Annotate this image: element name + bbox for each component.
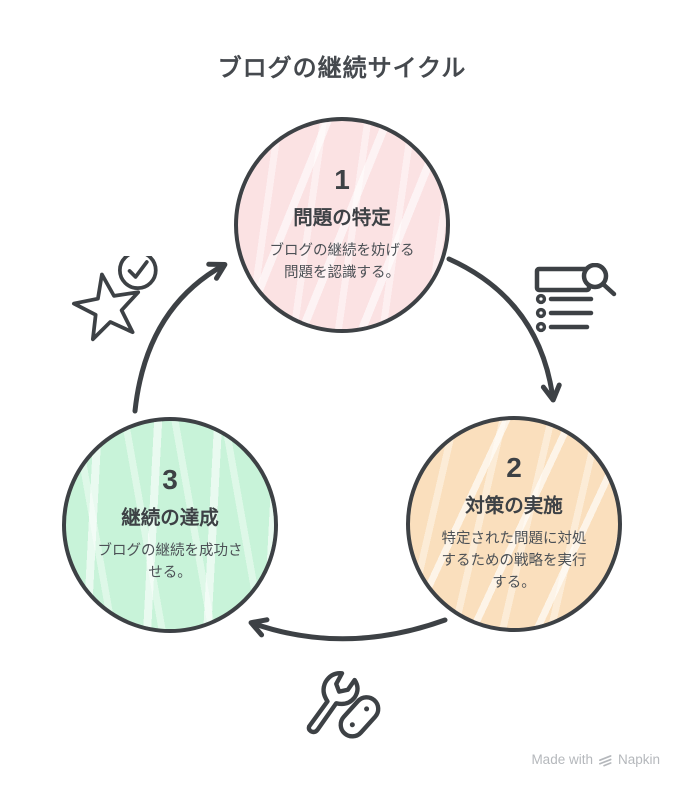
star-check-icon — [71, 256, 158, 342]
arrow-step2-to-step3 — [248, 617, 448, 642]
step-1-circle: 1 問題の特定 ブログの継続を妨げる 問題を認識する。 — [234, 117, 450, 333]
step-2-heading: 対策の実施 — [465, 494, 563, 517]
made-with-napkin-link[interactable]: Made with Napkin — [531, 752, 660, 767]
made-with-label: Made with — [531, 752, 593, 767]
search-list-icon — [534, 263, 617, 333]
step-3-number: 3 — [162, 463, 178, 495]
step-3-heading: 継続の達成 — [121, 506, 219, 529]
napkin-brand-label: Napkin — [617, 752, 660, 767]
step-1-number: 1 — [334, 163, 350, 195]
wrench-tools-icon — [306, 670, 381, 739]
step-2-circle: 2 対策の実施 特定された問題に対処 するための戦略を実行 する。 — [406, 416, 622, 632]
napkin-logo-icon — [599, 754, 612, 766]
step-2-description: 特定された問題に対処 するための戦略を実行 する。 — [441, 531, 587, 591]
step-1-heading: 問題の特定 — [293, 206, 391, 229]
step-3-description: ブログの継続を成功さ せる。 — [97, 542, 243, 581]
page-title: ブログの継続サイクル — [217, 55, 467, 82]
step-1-description: ブログの継続を妨げる 問題を認識する。 — [269, 242, 415, 281]
step-2-number: 2 — [506, 451, 522, 483]
step-3-circle: 3 継続の達成 ブログの継続を成功さ せる。 — [62, 417, 278, 633]
